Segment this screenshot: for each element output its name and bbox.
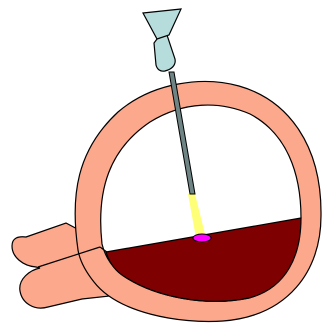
tip-spot [193, 234, 211, 242]
